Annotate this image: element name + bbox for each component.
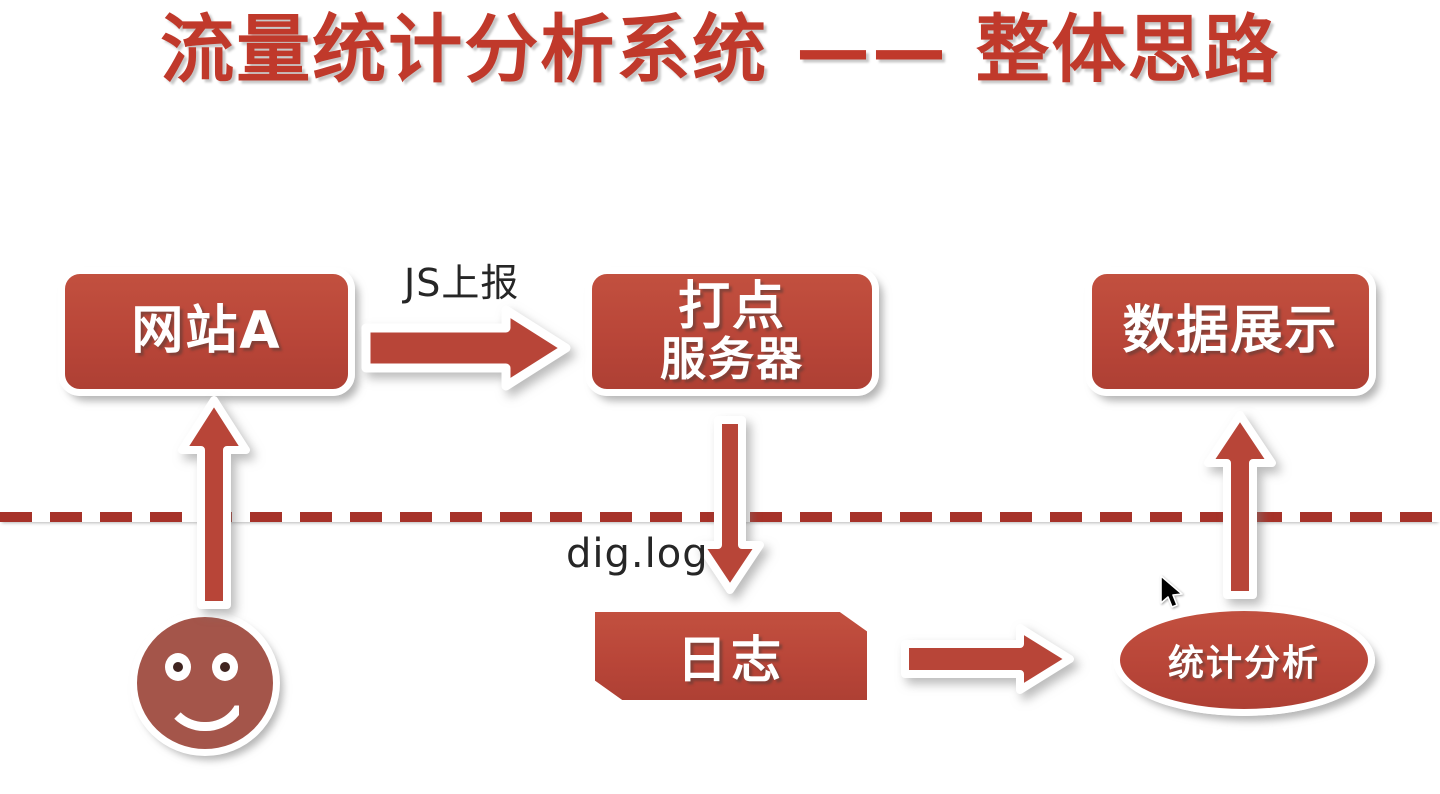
- node-log-label: 日志: [677, 631, 785, 689]
- user-smiley-icon: [130, 610, 280, 756]
- node-collector-label-line2: 服务器: [660, 331, 804, 386]
- node-log-fill: [595, 612, 867, 700]
- node-collector-server[interactable]: 打点 服务器: [585, 267, 879, 396]
- arrow-log-to-analysis-icon: [901, 624, 1074, 694]
- node-collector-label: 打点 服务器: [660, 280, 804, 383]
- page-title: 流量统计分析系统 —— 整体思路: [160, 7, 1280, 93]
- edge-label-js-report: JS上报: [404, 261, 520, 305]
- arrow-analysis-to-display-icon: [1204, 411, 1276, 599]
- node-collector-label-line1: 打点: [677, 277, 786, 338]
- node-data-display-label: 数据展示: [1122, 301, 1339, 362]
- mouse-pointer-icon: [1160, 575, 1186, 613]
- node-data-display[interactable]: 数据展示: [1085, 267, 1376, 396]
- smiley-eye-right-icon: [212, 653, 238, 681]
- arrow-user-to-website-icon: [178, 396, 250, 609]
- smiley-eye-left-icon: [165, 653, 191, 681]
- smiley-mouth-icon: [162, 689, 248, 731]
- node-website[interactable]: 网站A: [58, 267, 355, 396]
- node-website-label: 网站A: [131, 301, 282, 362]
- arrow-dig-log-icon: [696, 416, 764, 594]
- node-log-file[interactable]: 日志: [588, 605, 874, 707]
- node-statistical-analysis[interactable]: 统计分析: [1113, 604, 1375, 716]
- arrow-js-report-icon: [361, 305, 571, 391]
- node-statistical-analysis-label: 统计分析: [1167, 643, 1320, 684]
- edge-label-dig-log: dig.log: [566, 531, 709, 577]
